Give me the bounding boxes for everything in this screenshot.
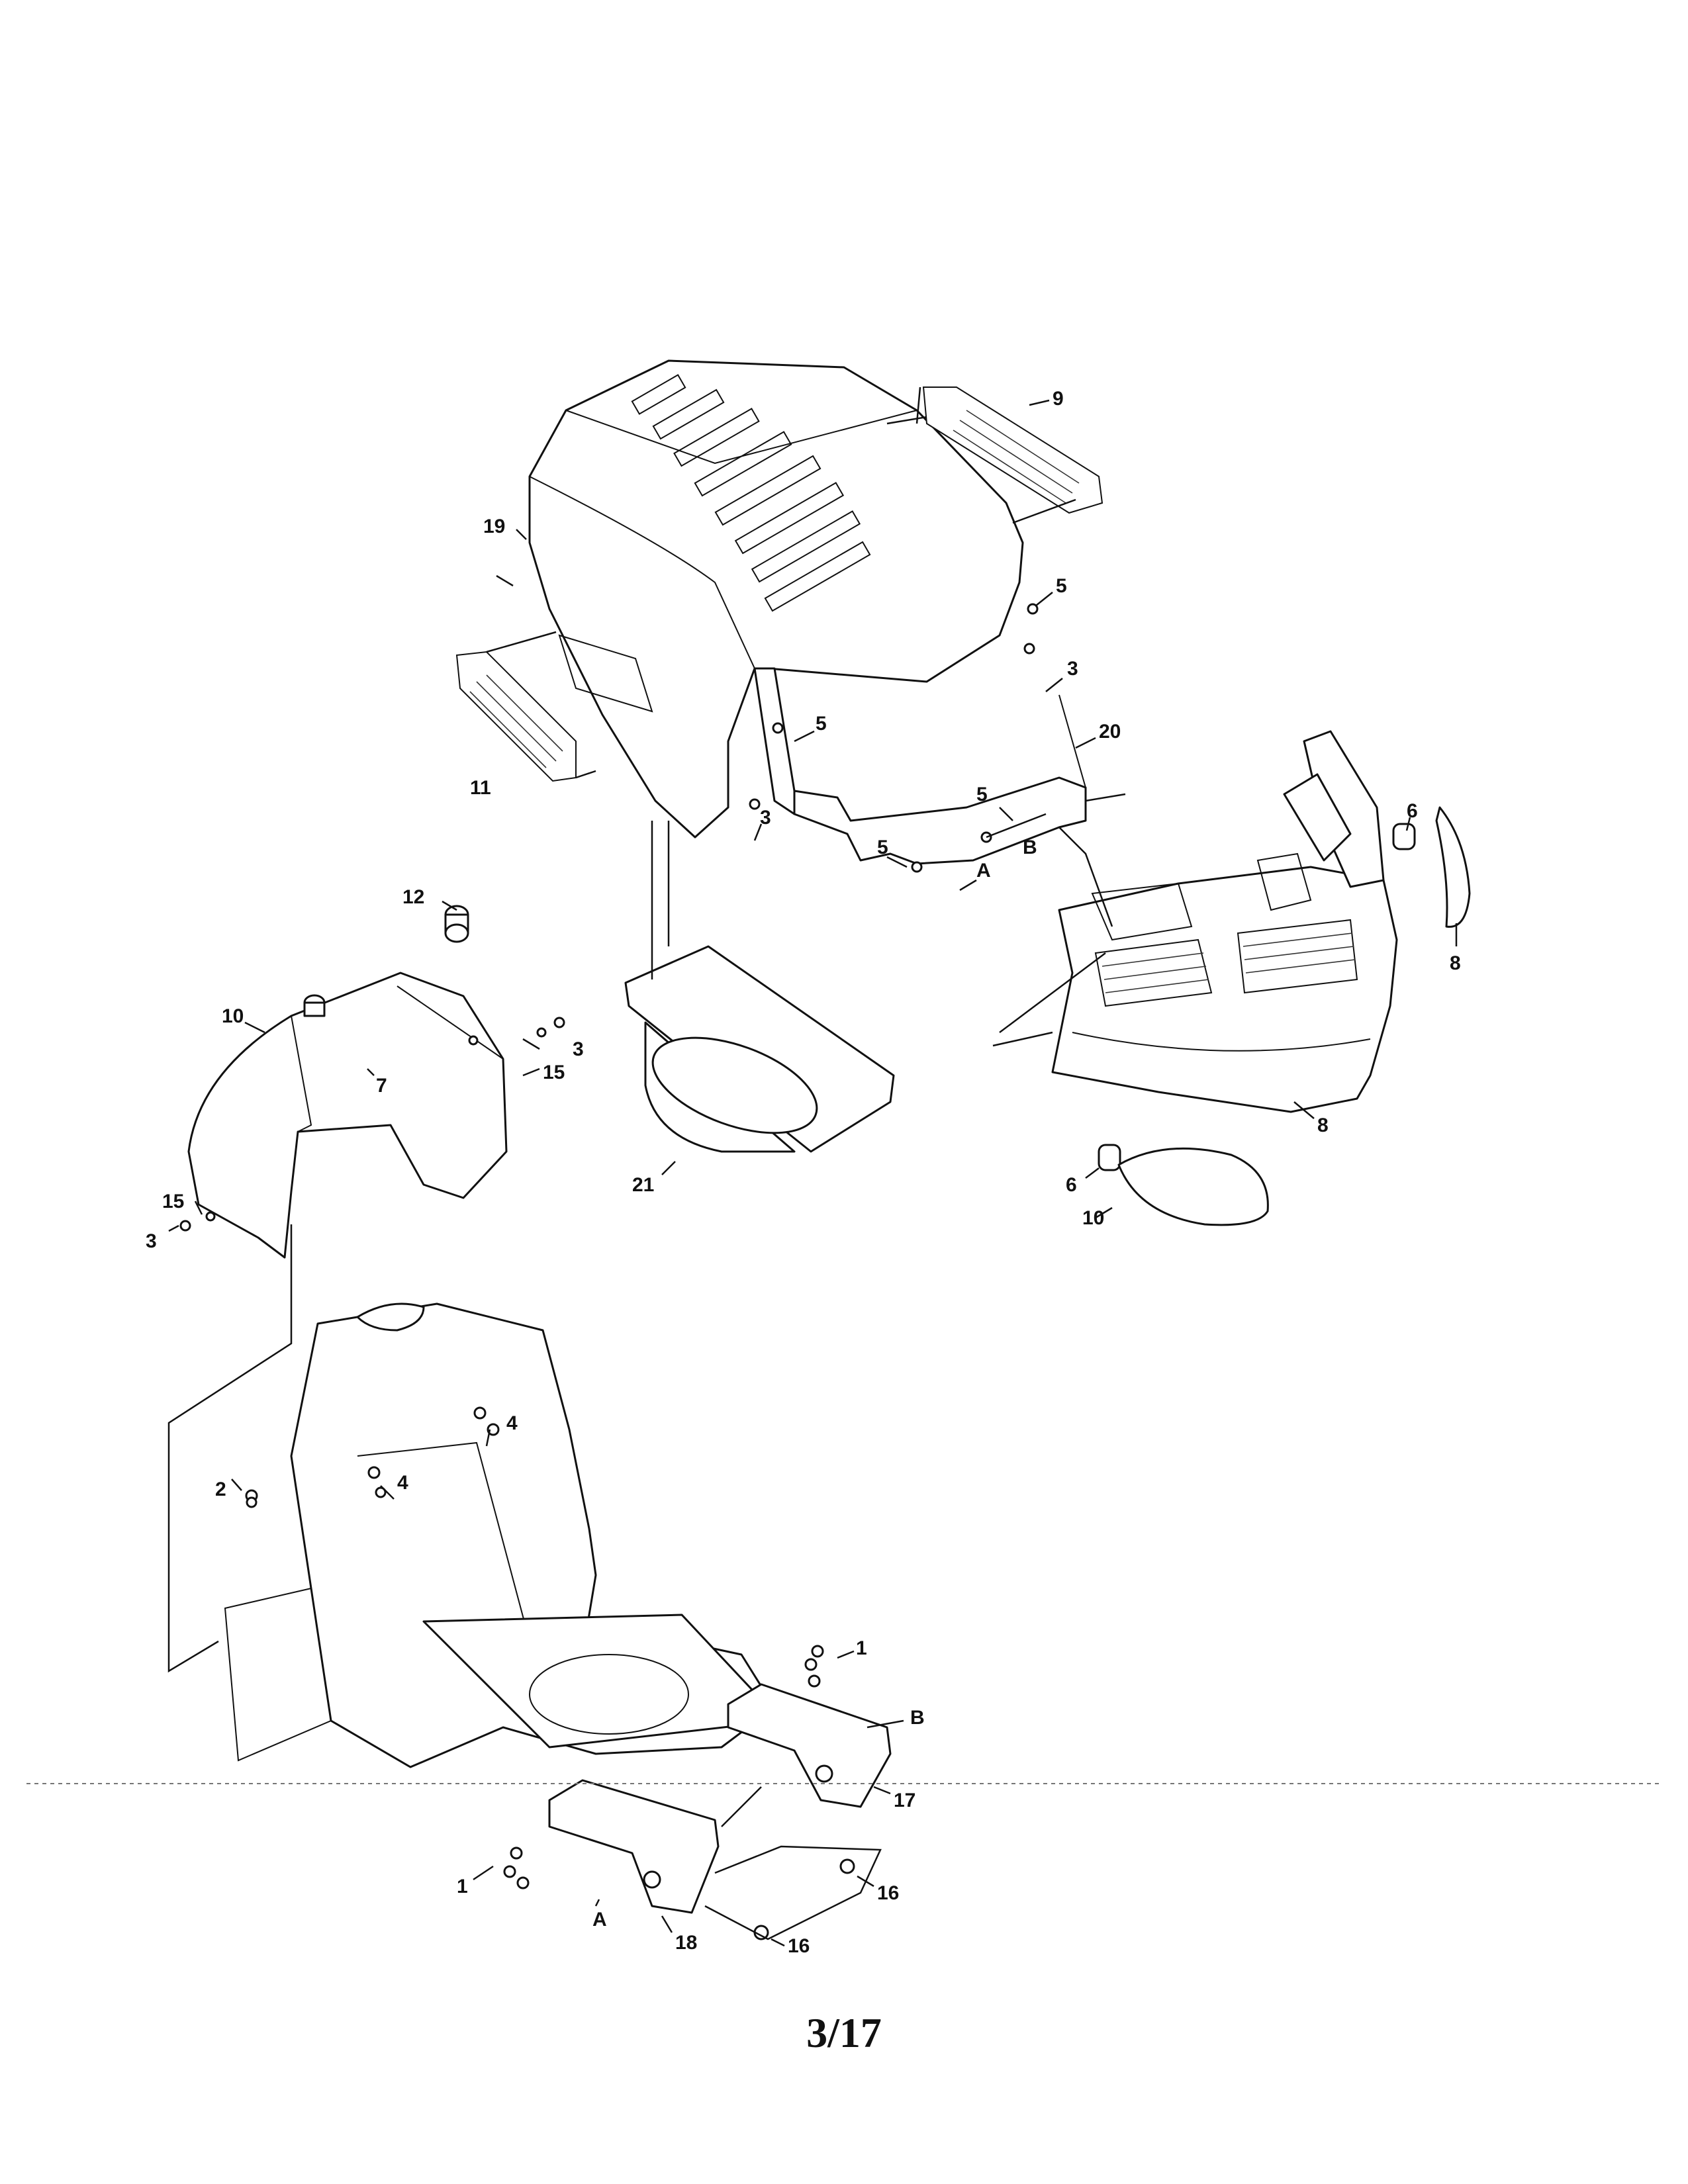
chassis-frame [224, 1302, 782, 1768]
callout-2: 2 [215, 1479, 226, 1500]
callout-3-dash-left: 3 [146, 1230, 157, 1252]
callout-6-bottom: 6 [1066, 1174, 1077, 1196]
callout-11: 9 [1053, 388, 1064, 410]
callout-14: 12 [402, 886, 424, 908]
callout-a-frame: A [592, 1909, 607, 1931]
callout-5-hood-left: 5 [816, 713, 827, 735]
callout-1-left: 1 [457, 1876, 468, 1897]
callout-20: 20 [1099, 721, 1121, 743]
callout-8: 8 [1317, 1115, 1329, 1136]
callout-15-dash-right: 15 [543, 1062, 565, 1083]
callout-16-right: 16 [877, 1882, 899, 1904]
hood-bracket-part-20 [753, 667, 1087, 865]
page-number: 3/17 [806, 2009, 882, 2056]
callout-1-right: 1 [856, 1637, 867, 1659]
knob-plug-small [303, 994, 326, 1017]
callout-5-hood-right: 5 [1056, 575, 1067, 597]
hood-part-19 [528, 359, 1024, 839]
callout-13: 11 [470, 777, 491, 799]
plug-part-6-bottom [1098, 1144, 1121, 1171]
callout-b-frame: B [910, 1707, 925, 1729]
callout-3-dash-right: 3 [573, 1038, 584, 1060]
callout-10: 10 [1082, 1207, 1104, 1229]
callout-19: 19 [483, 516, 505, 537]
callout-5-bracket-a: 5 [877, 837, 888, 858]
callout-9: 8 [1450, 952, 1461, 974]
callout-17: 17 [894, 1790, 915, 1811]
callout-3-hood-right: 3 [1067, 658, 1078, 680]
lens-part-10 [1117, 1147, 1269, 1226]
callout-a-bracket: A [976, 860, 991, 882]
front-grille-part-8 [1051, 730, 1398, 1113]
callout-4-frame-right: 4 [506, 1412, 518, 1434]
knob-part-14 [444, 905, 469, 943]
callout-labels: 9 19 5 3 5 20 11 5 3 6 B 5 A 8 12 10 3 7… [146, 388, 1461, 1957]
callout-16-left: 16 [788, 1935, 810, 1957]
callout-18: 18 [675, 1932, 697, 1954]
bracket-part-18 [548, 1779, 720, 1914]
hood-vent-slots [631, 374, 871, 612]
grille-part-11 [922, 387, 1103, 514]
screw-set [179, 603, 1039, 1940]
assembly-lines [167, 387, 1126, 1940]
callout-4-frame-left: 4 [397, 1472, 408, 1494]
callout-3-hood-left: 3 [760, 807, 771, 829]
dash-panel-part-12 [187, 972, 508, 1259]
air-duct-part-21 [624, 945, 895, 1153]
callout-6-top: 6 [1407, 800, 1418, 822]
callout-b-bracket: B [1023, 837, 1037, 858]
callout-21: 21 [632, 1174, 654, 1196]
callout-15-dash-left: 15 [162, 1191, 184, 1212]
plug-part-6-top [1392, 823, 1416, 850]
lens-part-9 [1435, 806, 1471, 928]
leader-lines [168, 399, 1458, 1947]
bracket-part-17 [727, 1683, 892, 1808]
callout-7: 7 [376, 1075, 387, 1097]
grille-part-13 [455, 651, 577, 782]
callout-5-bracket-b: 5 [976, 784, 988, 805]
callout-12: 10 [222, 1005, 244, 1027]
